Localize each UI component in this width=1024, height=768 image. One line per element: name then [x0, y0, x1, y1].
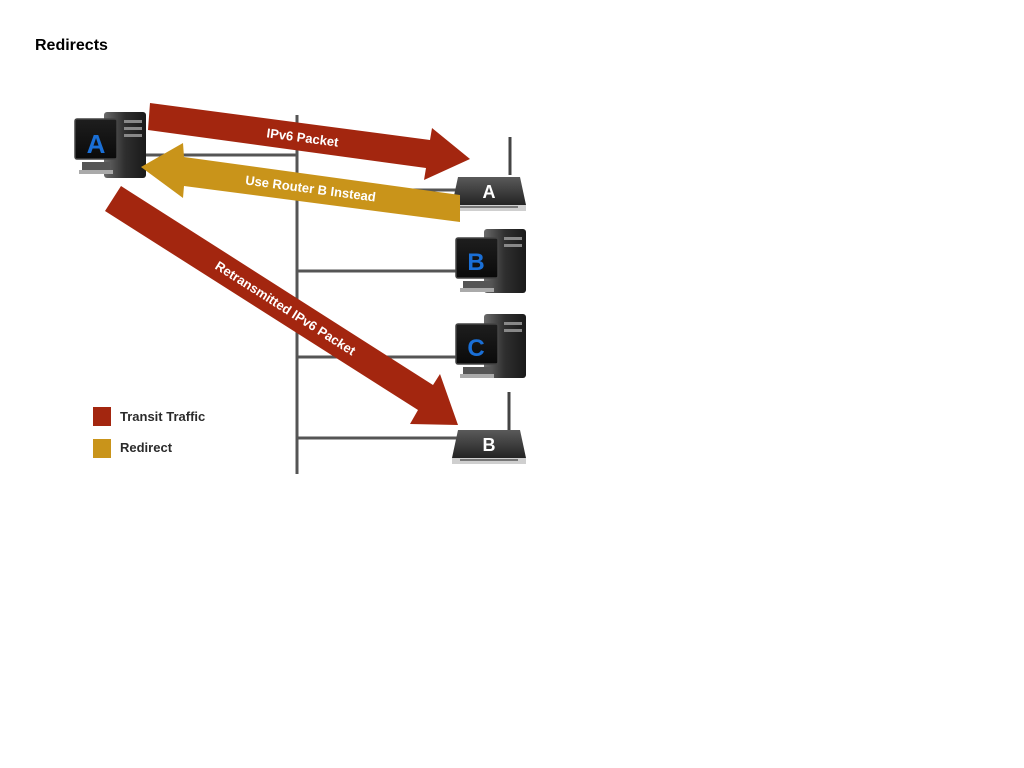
host-a-label: A: [87, 129, 106, 159]
legend-label-transit: Transit Traffic: [120, 409, 205, 424]
arrow-retransmitted-shape: [105, 186, 458, 425]
slide-title: Redirects: [35, 37, 108, 54]
legend-swatch-redirect: [93, 439, 111, 458]
arrow-ipv6-packet-shape: [148, 103, 470, 180]
arrow-ipv6-packet: IPv6 Packet: [148, 103, 470, 180]
router-a-body: [452, 177, 526, 205]
router-a-label: A: [483, 182, 496, 202]
router-b-label: B: [483, 435, 496, 455]
legend-label-redirect: Redirect: [120, 440, 173, 455]
legend-swatch-transit: [93, 407, 111, 426]
router-b-body: [452, 430, 526, 458]
host-a-monitor: [74, 118, 118, 160]
host-b: B: [455, 229, 526, 293]
source-host-a: A: [74, 112, 146, 178]
host-b-monitor: [455, 237, 499, 279]
arrow-retransmitted-label: Retransmitted IPv6 Packet: [213, 258, 359, 359]
legend: Transit Traffic Redirect: [93, 407, 205, 458]
router-b: B: [452, 392, 526, 464]
host-b-label: B: [467, 249, 484, 276]
router-a: A: [452, 137, 526, 211]
host-c: C: [455, 314, 526, 378]
host-c-label: C: [467, 335, 484, 362]
arrow-redirect-shape: [141, 143, 460, 222]
host-c-monitor: [455, 323, 499, 365]
arrow-retransmitted: Retransmitted IPv6 Packet: [105, 186, 458, 425]
